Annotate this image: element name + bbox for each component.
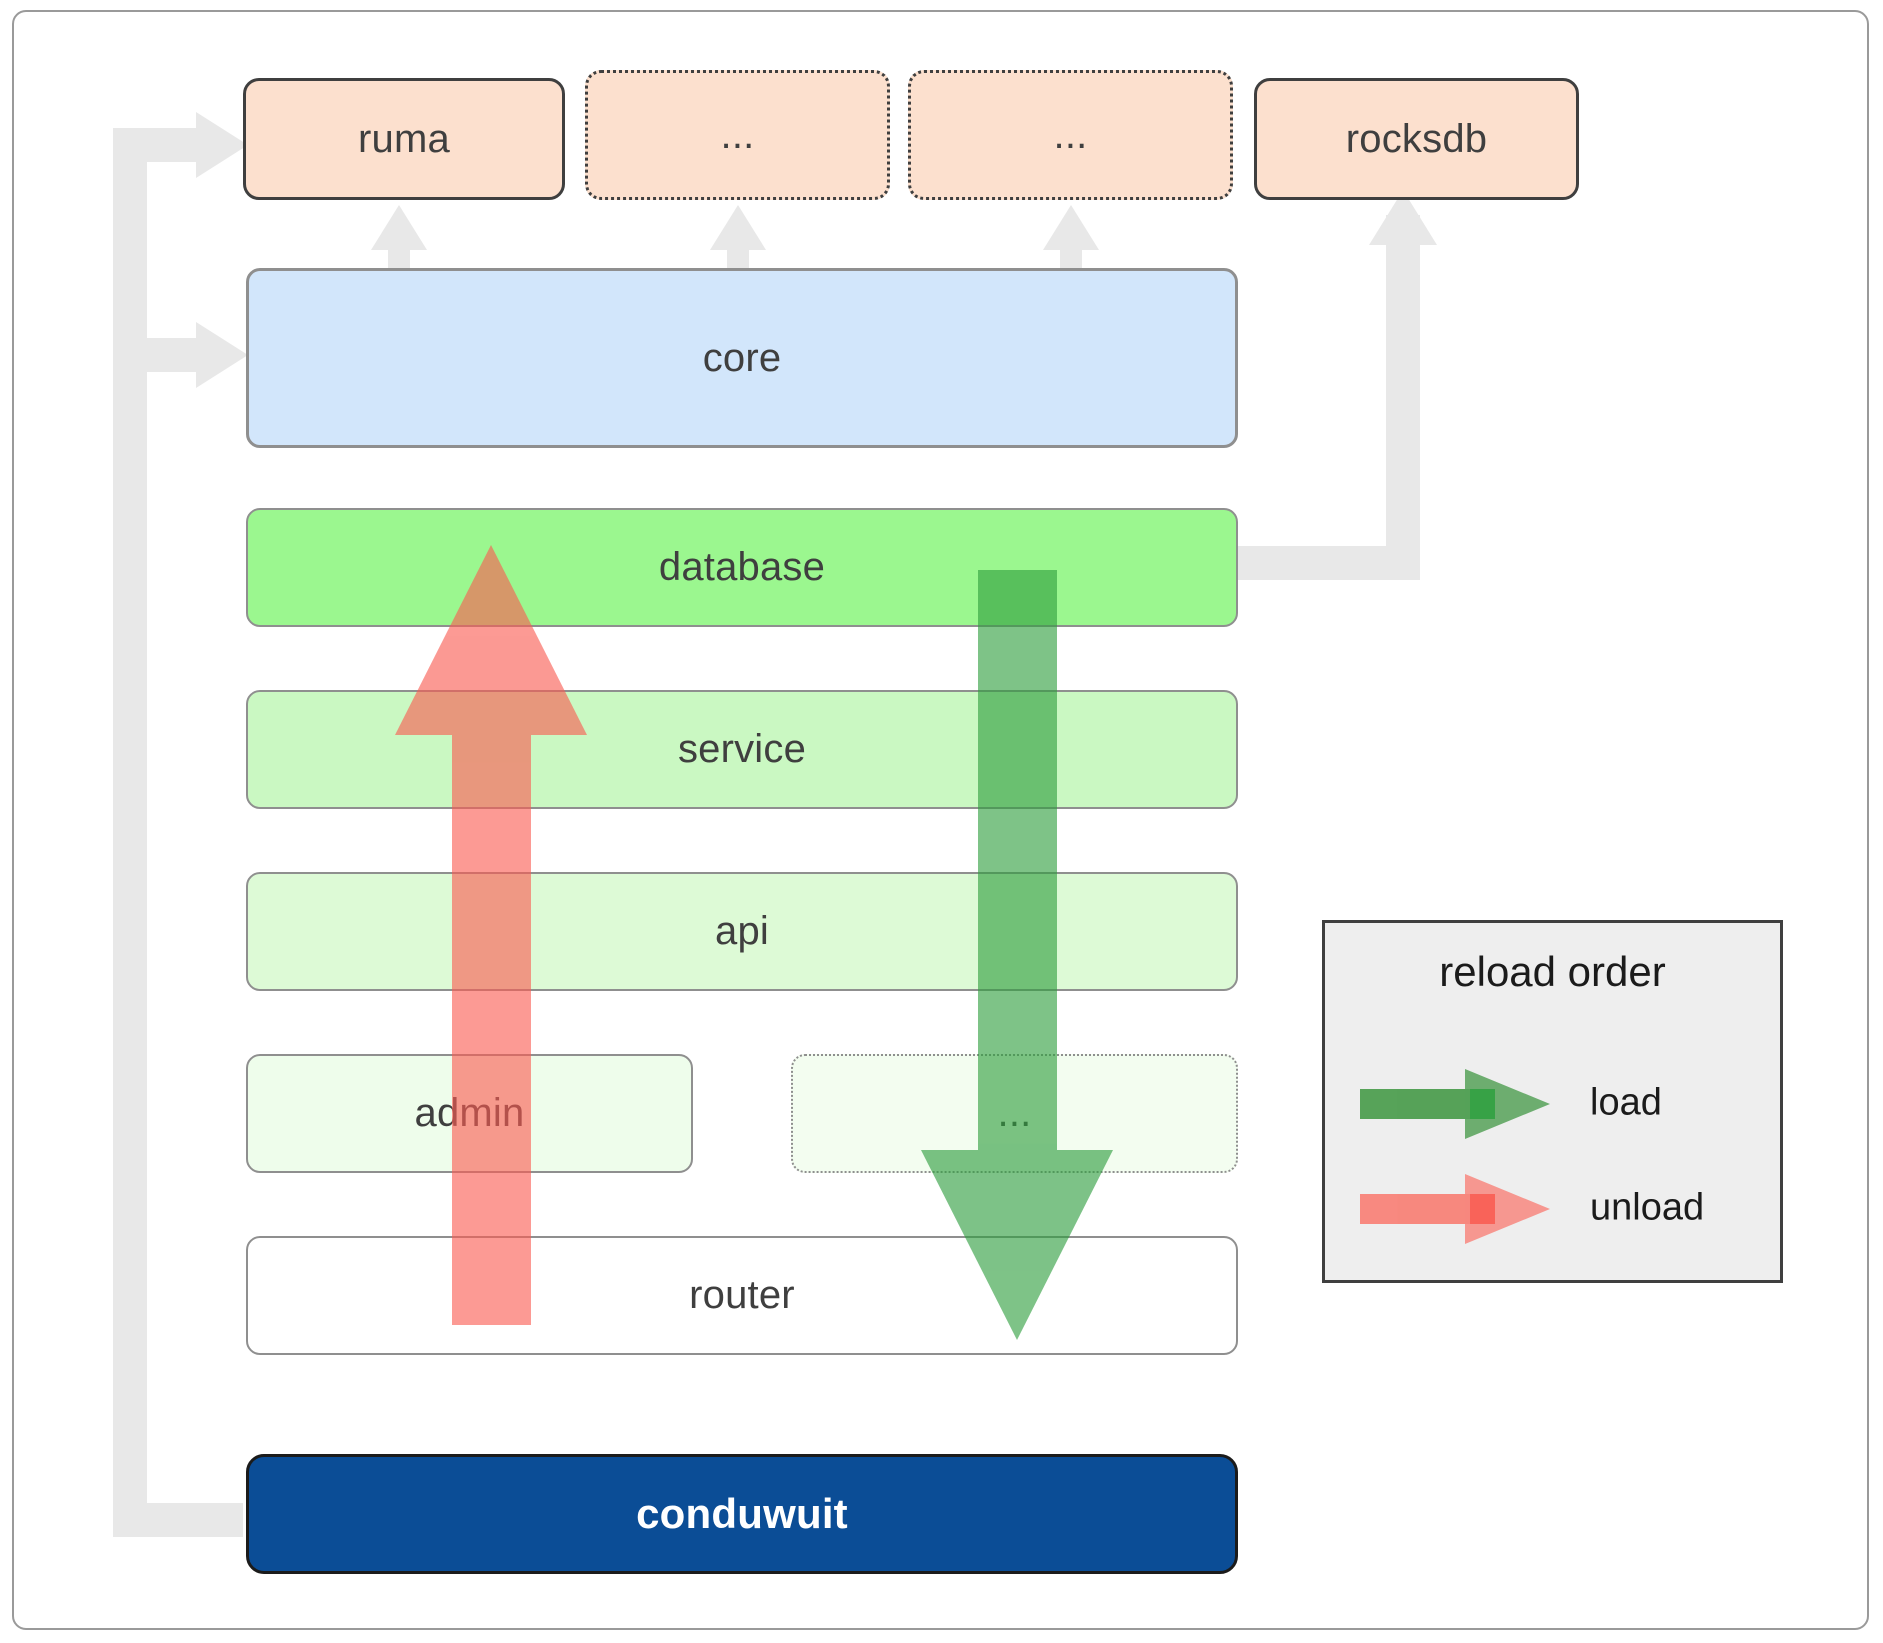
core-box[interactable]: core (246, 268, 1238, 448)
legend-title: reload order (1439, 948, 1666, 995)
layer-box-service[interactable]: service (246, 690, 1238, 809)
layer-label-extra: ... (997, 1091, 1032, 1135)
legend-label-unload: unload (1590, 1186, 1705, 1229)
dependency-box-ruma[interactable]: ruma (243, 78, 565, 200)
layer-label-service: service (677, 727, 807, 771)
load-legend-icon (1360, 1069, 1550, 1139)
layer-box-database[interactable]: database (246, 508, 1238, 627)
dependency-label-rocksdb: rocksdb (1345, 116, 1488, 161)
layer-box-extra[interactable]: ... (791, 1054, 1238, 1173)
unload-legend-icon (1360, 1174, 1550, 1244)
layer-label-router: router (689, 1273, 795, 1317)
dependency-label-ruma: ruma (358, 116, 450, 161)
dependency-label-3: ... (1053, 112, 1088, 157)
layer-label-api: api (715, 909, 769, 953)
app-label-conduwuit: conduwuit (636, 1490, 848, 1537)
legend-row-unload: unload (1325, 1168, 1780, 1248)
dependency-box-2[interactable]: ... (585, 70, 890, 200)
dependency-label-2: ... (720, 112, 755, 157)
app-box-conduwuit[interactable]: conduwuit (246, 1454, 1238, 1574)
legend-row-load: load (1325, 1063, 1780, 1143)
layer-box-router[interactable]: router (246, 1236, 1238, 1355)
dependency-box-rocksdb[interactable]: rocksdb (1254, 78, 1579, 200)
layer-box-api[interactable]: api (246, 872, 1238, 991)
dependency-box-3[interactable]: ... (908, 70, 1233, 200)
layer-label-database: database (658, 545, 826, 589)
legend-panel: reload order load unload (1322, 920, 1783, 1283)
core-label: core (702, 335, 782, 380)
layer-label-admin: admin (414, 1091, 525, 1135)
legend-label-load: load (1590, 1081, 1662, 1124)
layer-box-admin[interactable]: admin (246, 1054, 693, 1173)
